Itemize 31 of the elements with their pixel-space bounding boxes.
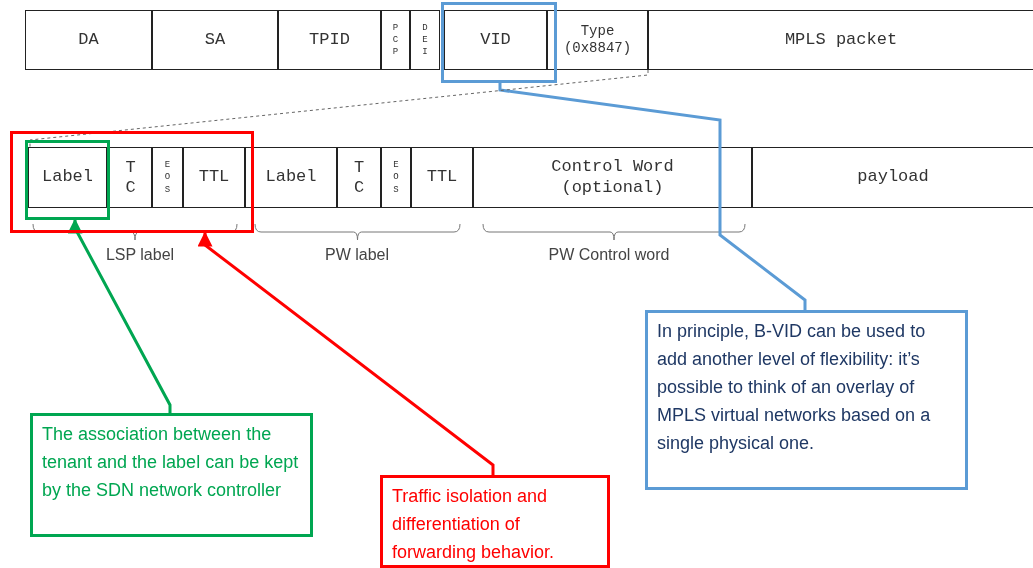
arrow [197, 231, 495, 475]
header-field: payload [752, 147, 1033, 208]
field-group-label: PW Control word [548, 246, 670, 264]
leader-line [498, 83, 807, 310]
header-field: DEI [410, 10, 440, 70]
header-field: SA [152, 10, 278, 70]
header-field: MPLS packet [648, 10, 1033, 70]
header-field: TC [109, 147, 152, 208]
callout-box: The association between the tenant and the label can be kept by the SDN network controller [30, 413, 313, 537]
header-field: TPID [278, 10, 381, 70]
field-group-label: LSP label [105, 246, 175, 264]
header-field: Label [245, 147, 337, 208]
highlight-frame [441, 2, 557, 83]
highlight-frame [10, 131, 254, 233]
arrow [67, 218, 172, 413]
header-field: Label [28, 147, 107, 208]
header-field: EOS [152, 147, 183, 208]
header-field: Control Word (optional) [473, 147, 752, 208]
header-field: TTL [411, 147, 473, 208]
callout-box: Traffic isolation and differentiation of forwarding behavior. [380, 475, 610, 568]
header-field: DA [25, 10, 152, 70]
highlight-frame [25, 140, 110, 220]
header-field: TTL [183, 147, 245, 208]
header-field: PCP [381, 10, 410, 70]
zoom-guide-line [29, 69, 649, 148]
field-group-label: PW label [325, 246, 389, 264]
header-field: EOS [381, 147, 411, 208]
header-field: Type (0x8847) [547, 10, 648, 70]
callout-box: In principle, B-VID can be used to add another level of flexibility: it’s possible to think of an overlay of MPLS virtual networks based on a single physical one. [645, 310, 968, 490]
header-field: TC [337, 147, 381, 208]
header-field: VID [444, 10, 547, 70]
